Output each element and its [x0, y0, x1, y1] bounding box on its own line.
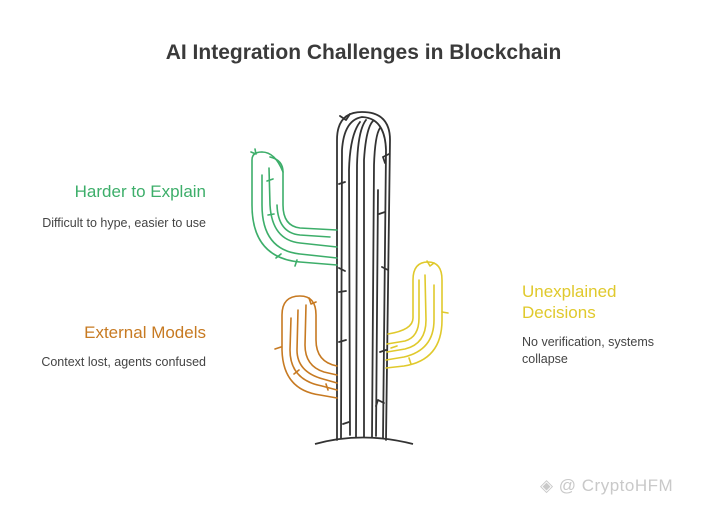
- watermark-logo-icon: ◈: [540, 476, 559, 495]
- cactus-trunk: [336, 111, 391, 441]
- watermark: ◈ @ CryptoHFM: [540, 476, 673, 496]
- ground-line: [314, 436, 414, 445]
- yellow-arm: [385, 260, 449, 369]
- watermark-text: @ CryptoHFM: [558, 476, 674, 495]
- unexplained-decisions-heading: Unexplained Decisions: [522, 282, 617, 322]
- diagram-title: AI Integration Challenges in Blockchain: [165, 41, 562, 64]
- unexplained-decisions-description: No verification, systems collapse: [522, 335, 654, 366]
- harder-to-explain-description: Difficult to hype, easier to use: [42, 216, 206, 230]
- harder-to-explain-heading: Harder to Explain: [74, 182, 206, 201]
- external-models-description: Context lost, agents confused: [41, 355, 206, 369]
- orange-arm: [274, 295, 338, 399]
- external-models-heading: External Models: [84, 323, 206, 342]
- green-arm: [250, 148, 338, 267]
